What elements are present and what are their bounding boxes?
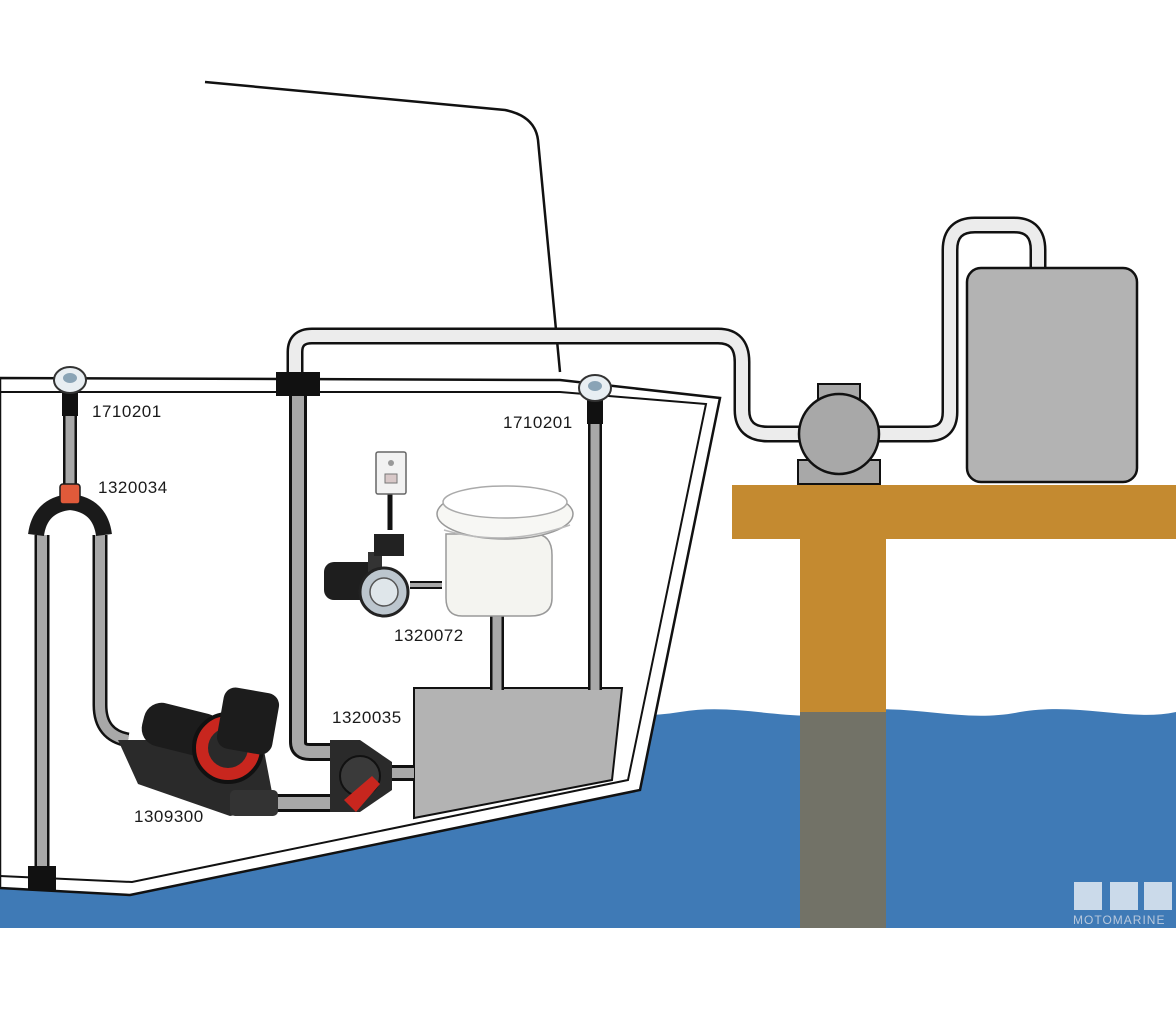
bottom-thru-hull-icon <box>28 866 56 890</box>
shore-tank-icon <box>967 268 1137 482</box>
label-vented-loop: 1320034 <box>98 478 168 497</box>
label-toilet-pump: 1320072 <box>394 626 464 645</box>
label-y-valve: 1320035 <box>332 708 402 727</box>
control-panel-icon <box>376 452 406 494</box>
label-thru-hull-right: 1710201 <box>503 413 573 432</box>
watermark-text: MOTOMARINE <box>1073 913 1165 927</box>
deck-fitting-icon <box>276 372 320 396</box>
motomarine-watermark: MOTOMARINE <box>1073 882 1172 927</box>
shore-pump-icon <box>798 384 880 484</box>
label-macerator-pump: 1309300 <box>134 807 204 826</box>
label-thru-hull-left: 1710201 <box>92 402 162 421</box>
